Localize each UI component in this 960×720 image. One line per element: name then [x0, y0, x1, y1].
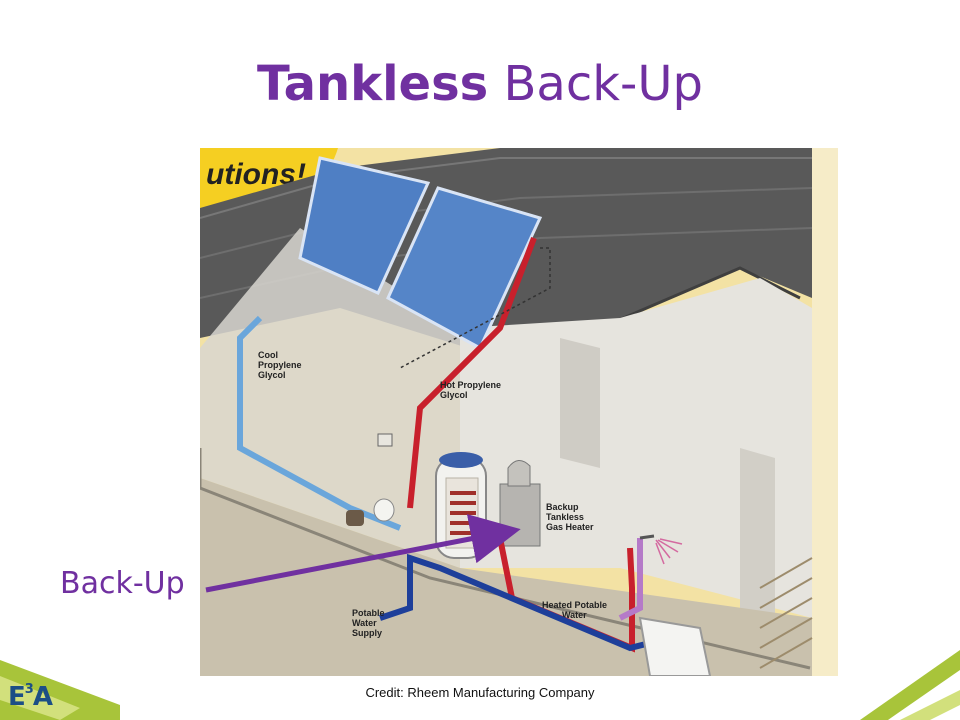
- slide-title: Tankless Back-Up: [0, 58, 960, 111]
- label-backup-3: Gas Heater: [546, 522, 594, 532]
- label-cool-glycol-1: Cool: [258, 350, 278, 360]
- logo-main: E: [8, 682, 26, 712]
- e3a-logo: E3A: [8, 682, 53, 712]
- controller: [377, 433, 393, 447]
- hot-glycol-pipe: [407, 236, 537, 509]
- label-hot-glycol-1: Hot Propylene: [440, 380, 501, 390]
- bathtub: [638, 616, 712, 676]
- label-heated-water-1: Heated Potable: [542, 600, 607, 610]
- label-potable-1: Potable: [352, 608, 385, 618]
- label-backup-1: Backup: [546, 502, 579, 512]
- label-hot-glycol-2: Glycol: [440, 390, 468, 400]
- callout-label: Back-Up: [60, 566, 185, 601]
- cool-glycol-pipe: [237, 315, 402, 531]
- label-potable-3: Supply: [352, 628, 382, 638]
- label-heated-water-2: Water: [562, 610, 587, 620]
- label-cool-glycol-2: Propylene: [258, 360, 302, 370]
- tankless-heater: [499, 483, 541, 547]
- label-potable-2: Water: [352, 618, 377, 628]
- pump: [346, 510, 364, 526]
- banner-shape: [200, 148, 338, 214]
- slide-title-bold: Tankless: [257, 56, 489, 112]
- solar-panel-1: [298, 156, 431, 295]
- logo-tail: A: [32, 682, 53, 712]
- expansion-tank: [373, 498, 395, 522]
- solar-water-heating-diagram: utions! Cool Propylene Glycol: [200, 148, 838, 676]
- slide-title-rest: Back-Up: [488, 56, 703, 112]
- image-credit: Credit: Rheem Manufacturing Company: [365, 685, 595, 700]
- shower-riser: [618, 538, 643, 621]
- interior-door: [560, 338, 600, 468]
- label-backup-2: Tankless: [546, 512, 584, 522]
- label-cool-glycol-3: Glycol: [258, 370, 286, 380]
- logo-sup: 3: [24, 682, 34, 698]
